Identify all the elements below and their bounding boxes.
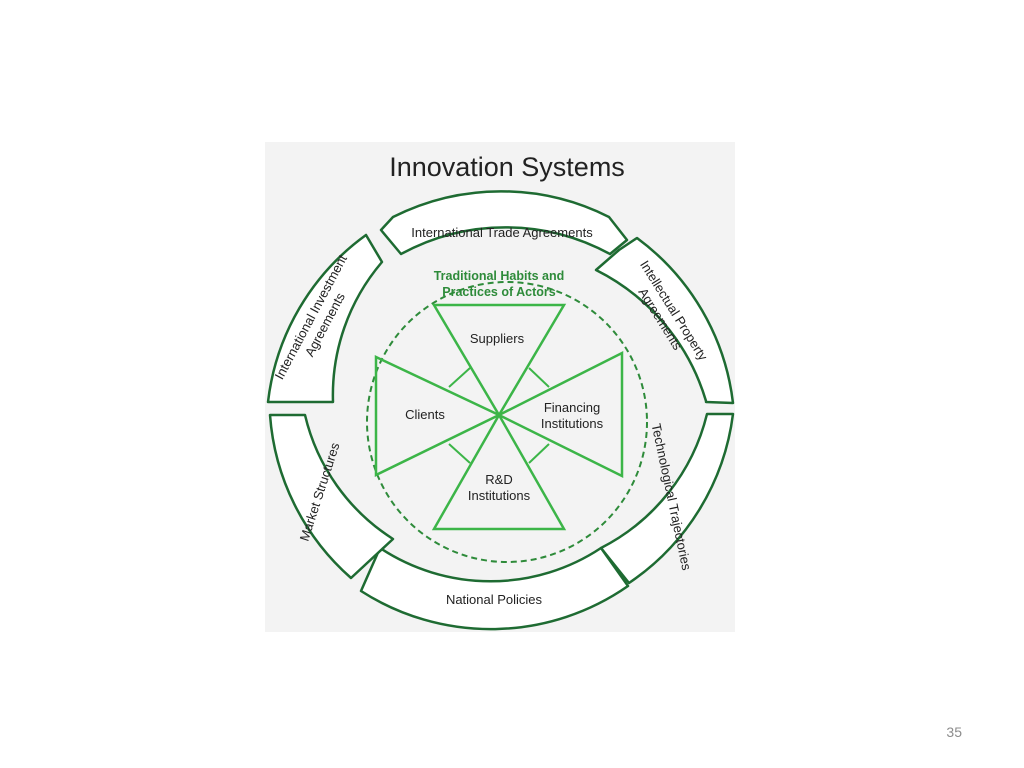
segment-top-left	[266, 233, 384, 404]
segment-bottom	[359, 546, 630, 631]
actor-label-suppliers: Suppliers	[470, 331, 525, 346]
triangle-clients	[374, 355, 502, 478]
diagram-title: Innovation Systems	[389, 152, 625, 182]
segment-label-bottom: National Policies	[446, 592, 543, 607]
segment-bottom-right	[599, 412, 735, 585]
core-label-line2: Practices of Actors	[442, 285, 556, 299]
inner-dashed-circle	[366, 281, 648, 563]
corner-tick-top-left	[448, 367, 471, 388]
actor-label-financing-line1: Financing	[544, 400, 600, 415]
segment-top	[379, 190, 629, 256]
segment-bottom-left	[268, 413, 395, 580]
actor-label-rd-line1: R&D	[485, 472, 512, 487]
page-number: 35	[946, 724, 962, 740]
segment-label-top: International Trade Agreements	[411, 225, 593, 240]
triangle-financing	[496, 350, 624, 479]
corner-tick-bottom-right	[528, 443, 550, 464]
triangle-suppliers	[431, 303, 567, 418]
corner-tick-top-right	[528, 367, 550, 388]
actor-label-rd-line2: Institutions	[468, 488, 531, 503]
core-label-line1: Traditional Habits and	[434, 269, 565, 283]
actor-label-clients: Clients	[405, 407, 445, 422]
triangle-rd	[431, 412, 567, 531]
segment-top-right	[594, 236, 735, 405]
corner-tick-bottom-left	[448, 443, 471, 464]
actor-label-financing-line2: Institutions	[541, 416, 604, 431]
